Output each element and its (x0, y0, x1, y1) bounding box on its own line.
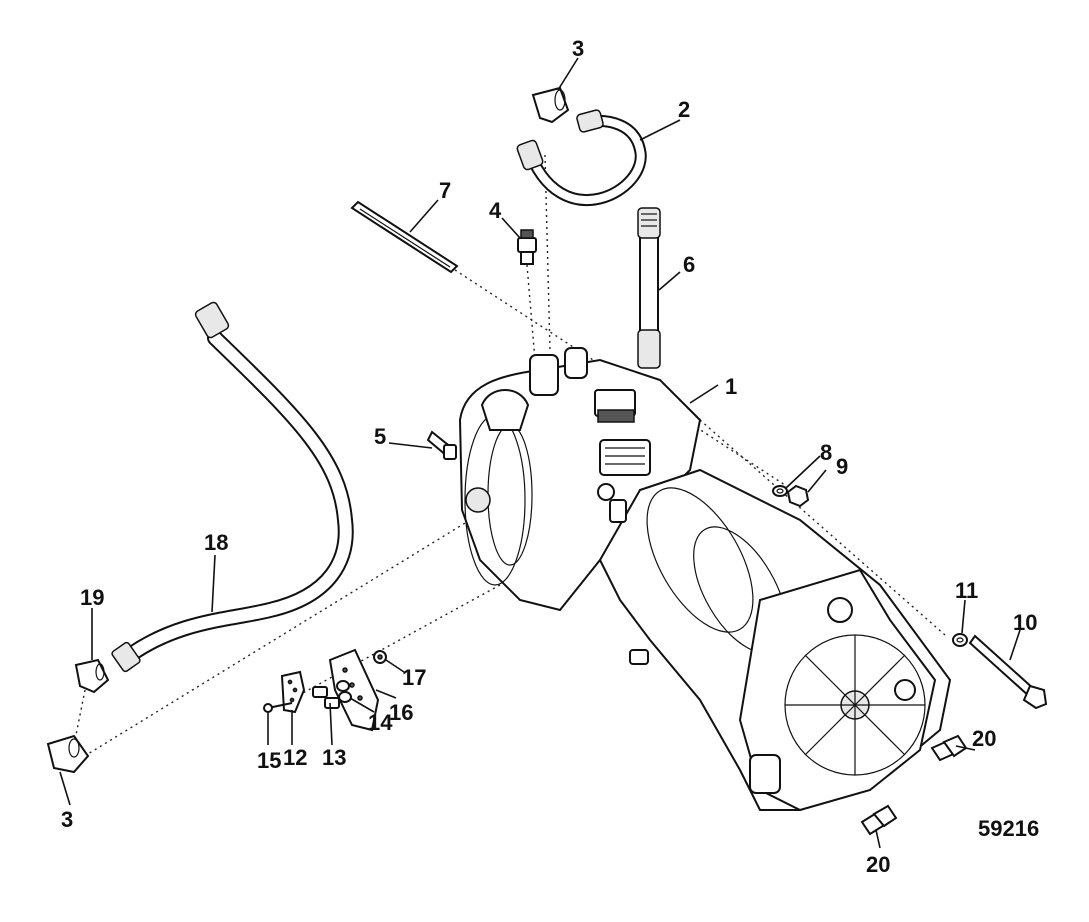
callout-16: 16 (389, 700, 413, 725)
part-19-fitting (74, 658, 110, 694)
callout-3-upper: 3 (572, 36, 584, 61)
callout-18: 18 (204, 530, 228, 555)
callout-6: 6 (683, 252, 695, 277)
part-9-nut (786, 484, 810, 508)
part-17-nut (373, 650, 387, 664)
part-4-sender (517, 229, 537, 265)
callout-8: 8 (820, 440, 832, 465)
callout-15: 15 (257, 748, 281, 773)
part-2-u-hose (516, 109, 647, 206)
callout-12: 12 (283, 745, 307, 770)
assembly-guide-lines (69, 154, 946, 766)
part-11-washer (952, 633, 968, 647)
part-16-bracket (328, 648, 380, 732)
callout-4: 4 (489, 198, 502, 223)
callout-14: 14 (368, 710, 393, 735)
leader-lines (59, 57, 1021, 849)
part-12-plate (280, 670, 306, 714)
part-3-elbow-lower (46, 734, 90, 774)
callout-9: 9 (836, 454, 848, 479)
callout-20-upper: 20 (972, 726, 996, 751)
callout-11: 11 (955, 578, 978, 603)
callout-19: 19 (80, 585, 104, 610)
part-1-transmission (458, 347, 952, 812)
callout-7: 7 (439, 178, 451, 203)
part-20-bolt-lower (860, 804, 898, 836)
part-14-washers (336, 680, 352, 703)
callout-3-lower: 3 (61, 807, 73, 832)
part-3-elbow-upper (531, 86, 570, 124)
callout-10: 10 (1013, 610, 1037, 635)
part-13-bolts (312, 686, 340, 709)
part-6-hose (637, 207, 661, 369)
callout-17: 17 (402, 665, 426, 690)
part-18-hose (111, 301, 354, 673)
part-7-rod (350, 200, 459, 274)
callout-13: 13 (322, 745, 346, 770)
diagram-id: 59216 (978, 816, 1039, 841)
callout-2: 2 (678, 97, 690, 122)
callout-20-lower: 20 (866, 852, 890, 877)
part-5-fitting (426, 430, 457, 460)
callout-5: 5 (374, 424, 386, 449)
part-10-bolt (968, 634, 1048, 710)
part-15-screw (263, 702, 293, 713)
part-8-washer (772, 485, 788, 497)
callout-labels: 1 2 3 4 5 6 7 8 9 10 11 12 13 14 15 16 1… (61, 36, 1039, 877)
callout-1: 1 (725, 374, 737, 399)
part-20-bolt-upper (930, 734, 968, 762)
